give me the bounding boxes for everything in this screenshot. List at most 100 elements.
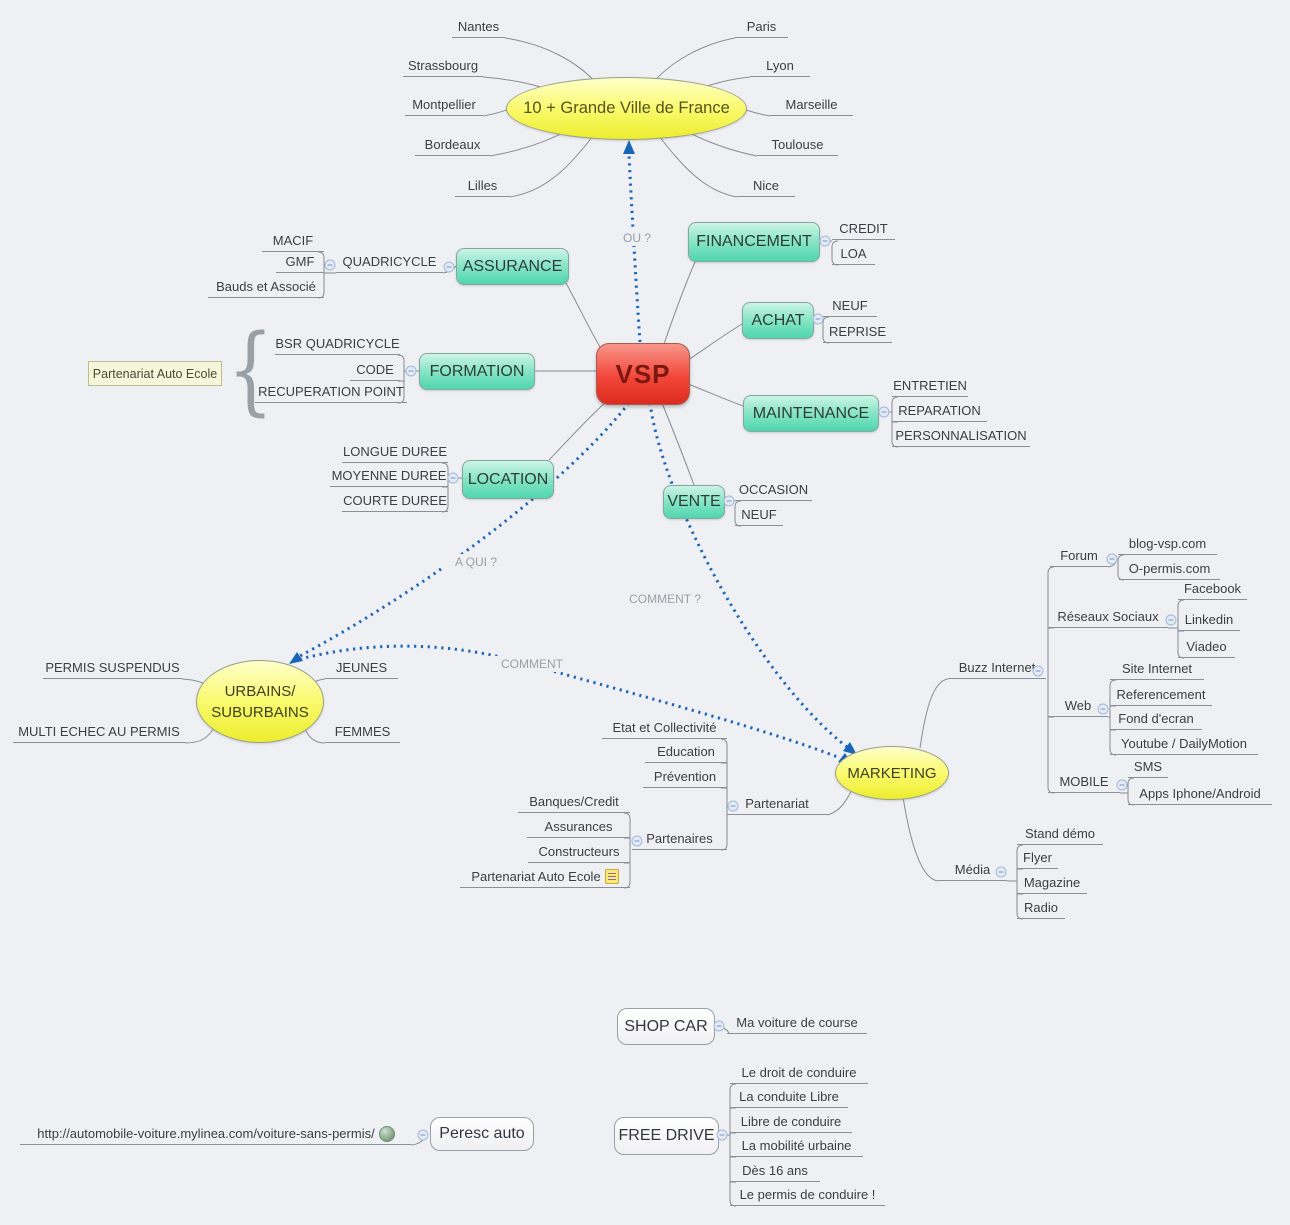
- topic-reseaux-sociaux[interactable]: Réseaux Sociaux: [1048, 608, 1168, 628]
- collapse-icon-reseaux-sociaux[interactable]: [1165, 614, 1177, 626]
- topic-permis-suspendus[interactable]: PERMIS SUSPENDUS: [43, 659, 182, 679]
- topic-loa[interactable]: LOA: [832, 245, 875, 265]
- topic-paris[interactable]: Paris: [735, 18, 788, 38]
- topic-stand-demo[interactable]: Stand démo: [1017, 825, 1103, 845]
- topic-le-droit-de-conduire[interactable]: Le droit de conduire: [730, 1064, 868, 1084]
- topic-multi-echec-au-permis[interactable]: MULTI ECHEC AU PERMIS: [13, 723, 185, 743]
- collapse-icon-quadricycle[interactable]: [324, 259, 336, 271]
- topic-la-mobilite-urbaine[interactable]: La mobilité urbaine: [730, 1137, 863, 1157]
- topic-vente[interactable]: VENTE: [663, 485, 725, 519]
- topic-youtube-dailymotion[interactable]: Youtube / DailyMotion: [1110, 735, 1258, 755]
- topic-fond-d-ecran[interactable]: Fond d'ecran: [1110, 710, 1202, 730]
- topic-code[interactable]: CODE: [350, 361, 400, 381]
- topic-viadeo[interactable]: Viadeo: [1178, 638, 1235, 658]
- topic-bordeaux[interactable]: Bordeaux: [415, 136, 490, 156]
- topic-site-internet[interactable]: Site Internet: [1110, 660, 1204, 680]
- topic-partenariat-auto-ecole[interactable]: Partenariat Auto Ecole: [460, 868, 630, 888]
- topic-entretien[interactable]: ENTRETIEN: [892, 377, 968, 397]
- topic-prevention[interactable]: Prévention: [643, 768, 727, 788]
- collapse-icon-formation[interactable]: [405, 365, 417, 377]
- collapse-icon-assurance[interactable]: [443, 261, 455, 273]
- topic-achat-neuf[interactable]: NEUF: [823, 297, 877, 317]
- topic-nice[interactable]: Nice: [737, 177, 795, 197]
- topic-quadricycle[interactable]: QUADRICYCLE: [336, 253, 443, 273]
- topic-maintenance[interactable]: MAINTENANCE: [743, 395, 879, 432]
- topic-occasion[interactable]: OCCASION: [735, 481, 812, 501]
- topic-gmf[interactable]: GMF: [276, 253, 324, 273]
- collapse-icon-forum[interactable]: [1106, 553, 1118, 565]
- collapse-icon-free-drive[interactable]: [716, 1129, 728, 1141]
- topic-media[interactable]: Média: [938, 861, 1007, 881]
- topic-lyon[interactable]: Lyon: [750, 57, 810, 77]
- topic-education[interactable]: Education: [645, 743, 727, 763]
- relation-label-a-qui[interactable]: A QUI ?: [443, 554, 509, 570]
- topic-lilles[interactable]: Lilles: [455, 177, 510, 197]
- topic-des-16-ans[interactable]: Dès 16 ans: [730, 1162, 820, 1182]
- topic-facebook[interactable]: Facebook: [1178, 580, 1247, 600]
- topic-bsr-quadricycle[interactable]: BSR QUADRICYCLE: [275, 335, 400, 355]
- topic-etat-et-collectivite[interactable]: Etat et Collectivité: [602, 719, 727, 739]
- collapse-icon-peresc-auto[interactable]: [417, 1129, 429, 1141]
- topic-grande-ville[interactable]: 10 + Grande Ville de France: [506, 77, 747, 140]
- topic-marseille[interactable]: Marseille: [770, 96, 853, 116]
- topic-strassbourg[interactable]: Strassbourg: [403, 57, 483, 77]
- topic-le-permis-de-conduire[interactable]: Le permis de conduire !: [730, 1186, 885, 1206]
- topic-forum[interactable]: Forum: [1050, 547, 1108, 567]
- topic-marketing[interactable]: MARKETING: [835, 746, 949, 800]
- collapse-icon-web[interactable]: [1097, 703, 1109, 715]
- topic-longue-duree[interactable]: LONGUE DUREE: [342, 443, 448, 463]
- collapse-icon-buzz-internet[interactable]: [1032, 665, 1044, 677]
- collapse-icon-maintenance[interactable]: [878, 406, 890, 418]
- note-icon[interactable]: [604, 869, 619, 884]
- topic-url-voiture-sans-permis[interactable]: http://automobile-voiture.mylinea.com/vo…: [20, 1125, 412, 1145]
- relation-label-ou[interactable]: OU ?: [614, 230, 660, 246]
- topic-partenariat[interactable]: Partenariat: [727, 795, 827, 815]
- topic-reprise[interactable]: REPRISE: [823, 323, 892, 343]
- topic-personnalisation[interactable]: PERSONNALISATION: [892, 427, 1030, 447]
- topic-femmes[interactable]: FEMMES: [325, 723, 400, 743]
- collapse-icon-shop-car[interactable]: [713, 1020, 725, 1032]
- topic-buzz-internet[interactable]: Buzz Internet: [948, 659, 1046, 679]
- topic-jeunes[interactable]: JEUNES: [325, 659, 398, 679]
- collapse-icon-mobile[interactable]: [1116, 779, 1128, 791]
- topic-vente-neuf[interactable]: NEUF: [735, 506, 783, 526]
- topic-ma-voiture-de-course[interactable]: Ma voiture de course: [727, 1014, 867, 1034]
- topic-partenaires[interactable]: Partenaires: [632, 830, 727, 850]
- note-partenariat-auto-ecole[interactable]: Partenariat Auto Ecole: [88, 361, 222, 386]
- topic-banques-credit[interactable]: Banques/Credit: [518, 793, 630, 813]
- topic-bauds-et-associe[interactable]: Bauds et Associé: [208, 278, 324, 298]
- topic-montpellier[interactable]: Montpellier: [405, 96, 483, 116]
- topic-urbains-suburbains[interactable]: URBAINS/ SUBURBAINS: [196, 660, 324, 743]
- topic-o-permis[interactable]: O-permis.com: [1119, 560, 1220, 580]
- topic-recuperation-point[interactable]: RECUPERATION POINT: [255, 383, 407, 403]
- topic-macif[interactable]: MACIF: [262, 232, 324, 252]
- topic-constructeurs[interactable]: Constructeurs: [528, 843, 630, 863]
- topic-moyenne-duree[interactable]: MOYENNE DUREE: [330, 467, 448, 487]
- topic-reparation[interactable]: REPARATION: [892, 402, 987, 422]
- topic-peresc-auto[interactable]: Peresc auto: [430, 1117, 534, 1151]
- collapse-icon-location[interactable]: [447, 472, 459, 484]
- topic-apps-iphone-android[interactable]: Apps Iphone/Android: [1128, 785, 1272, 805]
- collapse-icon-media[interactable]: [995, 866, 1007, 878]
- root-topic-vsp[interactable]: VSP: [596, 343, 690, 405]
- topic-financement[interactable]: FINANCEMENT: [688, 222, 820, 262]
- topic-assurance[interactable]: ASSURANCE: [456, 248, 569, 285]
- collapse-icon-vente[interactable]: [723, 495, 735, 507]
- relation-label-comment[interactable]: COMMENT: [489, 656, 575, 672]
- relation-label-comment-q[interactable]: COMMENT ?: [617, 591, 713, 607]
- topic-libre-de-conduire[interactable]: Libre de conduire: [730, 1113, 852, 1133]
- topic-magazine[interactable]: Magazine: [1017, 874, 1087, 894]
- collapse-icon-partenariat[interactable]: [727, 800, 739, 812]
- topic-blog-vsp[interactable]: blog-vsp.com: [1118, 535, 1217, 555]
- topic-la-conduite-libre[interactable]: La conduite Libre: [730, 1088, 848, 1108]
- topic-mobile[interactable]: MOBILE: [1048, 773, 1120, 793]
- topic-formation[interactable]: FORMATION: [419, 353, 535, 390]
- collapse-icon-financement[interactable]: [819, 235, 831, 247]
- topic-sms[interactable]: SMS: [1128, 758, 1168, 778]
- topic-referencement[interactable]: Referencement: [1110, 686, 1212, 706]
- topic-nantes[interactable]: Nantes: [452, 18, 505, 38]
- topic-radio[interactable]: Radio: [1017, 899, 1065, 919]
- topic-flyer[interactable]: Flyer: [1017, 849, 1058, 869]
- topic-toulouse[interactable]: Toulouse: [757, 136, 838, 156]
- topic-linkedin[interactable]: Linkedin: [1178, 611, 1240, 631]
